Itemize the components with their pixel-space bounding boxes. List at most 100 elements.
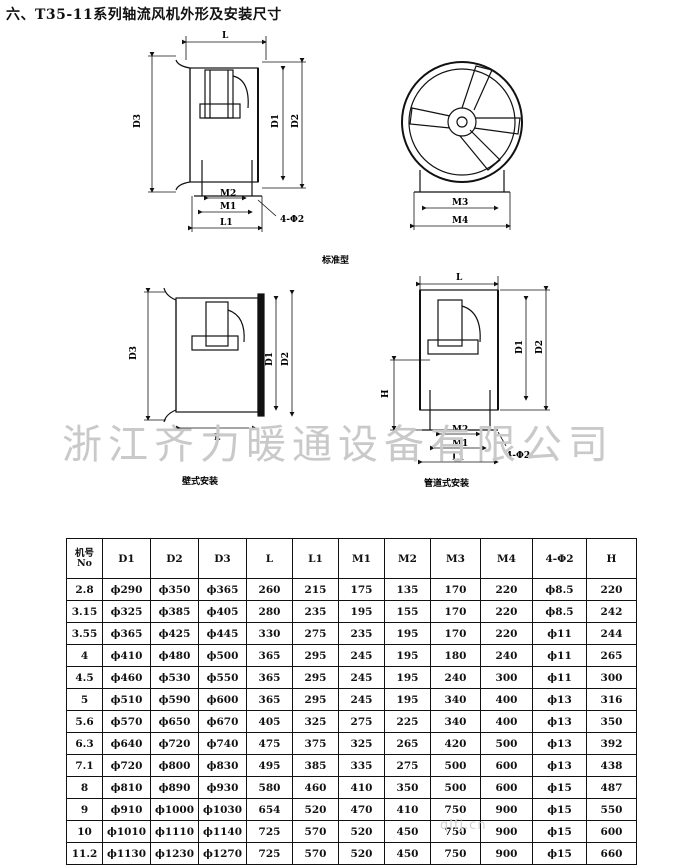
table-cell: 9 [66, 798, 103, 821]
table-cell: 240 [430, 666, 481, 689]
table-cell: 245 [338, 688, 385, 711]
table-cell: 375 [292, 732, 339, 755]
table-cell: 405 [246, 710, 293, 733]
dim-D1-wall: D1 [265, 352, 275, 366]
table-cell: ϕ365 [102, 622, 151, 645]
table-cell: 340 [430, 688, 481, 711]
dim-L: L [222, 31, 229, 41]
table-cell: ϕ11 [532, 622, 587, 645]
table-cell: 5.6 [66, 710, 103, 733]
table-cell: ϕ530 [150, 666, 199, 689]
table-cell: 325 [292, 710, 339, 733]
dim-M2-duct: M2 [452, 425, 468, 435]
table-header-cell: M3 [430, 538, 481, 579]
table-cell: 487 [586, 776, 637, 799]
dim-D1: D1 [271, 114, 281, 128]
table-cell: 3.55 [66, 622, 103, 645]
fan-drawings: L D3 D1 D2 M2 M1 L1 4-Φ2 M3 M4 标准型 [129, 31, 550, 489]
table-cell: 180 [430, 644, 481, 667]
table-cell: 220 [480, 622, 533, 645]
dim-D3: D3 [133, 114, 143, 128]
table-cell: ϕ15 [532, 820, 587, 843]
table-cell: ϕ800 [150, 754, 199, 777]
table-cell: ϕ550 [198, 666, 247, 689]
table-cell: ϕ830 [198, 754, 247, 777]
dim-holes: 4-Φ2 [280, 215, 304, 225]
wall-mount-view [144, 287, 295, 431]
table-cell: 195 [384, 688, 431, 711]
table-header-cell: D3 [198, 538, 247, 579]
table-cell: 750 [430, 820, 481, 843]
table-cell: ϕ510 [102, 688, 151, 711]
table-cell: 365 [246, 644, 293, 667]
table-cell: 600 [480, 776, 533, 799]
page-title: 六、T35-11系列轴流风机外形及安装尺寸 [6, 7, 282, 23]
table-cell: 520 [292, 798, 339, 821]
table-cell: 392 [586, 732, 637, 755]
table-cell: 155 [384, 600, 431, 623]
table-cell: ϕ930 [198, 776, 247, 799]
table-cell: 350 [384, 776, 431, 799]
table-cell: ϕ590 [150, 688, 199, 711]
table-cell: 175 [338, 578, 385, 601]
table-cell: ϕ1140 [198, 820, 247, 843]
table-cell: ϕ13 [532, 754, 587, 777]
table-cell: 900 [480, 820, 533, 843]
table-cell: 438 [586, 754, 637, 777]
table-cell: 5 [66, 688, 103, 711]
standard-side-view [148, 36, 306, 232]
table-cell: ϕ15 [532, 776, 587, 799]
table-cell: ϕ1230 [150, 842, 199, 865]
table-cell: 235 [292, 600, 339, 623]
dim-M1-duct: M1 [452, 439, 468, 449]
table-cell: ϕ13 [532, 688, 587, 711]
table-cell: 220 [586, 578, 637, 601]
table-cell: 400 [480, 710, 533, 733]
table-cell: 170 [430, 600, 481, 623]
table-cell: 225 [384, 710, 431, 733]
table-cell: ϕ1010 [102, 820, 151, 843]
caption-duct: 管道式安装 [424, 477, 470, 489]
table-cell: 450 [384, 820, 431, 843]
table-cell: ϕ1270 [198, 842, 247, 865]
table-cell: ϕ425 [150, 622, 199, 645]
table-cell: 280 [246, 600, 293, 623]
table-cell: 170 [430, 578, 481, 601]
table-cell: ϕ720 [102, 754, 151, 777]
dim-D2-duct: D2 [535, 340, 545, 354]
table-cell: ϕ500 [198, 644, 247, 667]
table-cell: 520 [338, 842, 385, 865]
table-cell: ϕ15 [532, 798, 587, 821]
table-cell: 750 [430, 842, 481, 865]
table-header-cell: M2 [384, 538, 431, 579]
table-cell: ϕ365 [198, 578, 247, 601]
table-cell: 325 [338, 732, 385, 755]
table-cell: 600 [586, 820, 637, 843]
table-cell: ϕ650 [150, 710, 199, 733]
dim-D1-duct: D1 [515, 340, 525, 354]
table-cell: 410 [338, 776, 385, 799]
duct-mount-view [390, 276, 550, 465]
table-cell: 300 [586, 666, 637, 689]
table-cell: 580 [246, 776, 293, 799]
table-cell: 725 [246, 820, 293, 843]
table-cell: 300 [480, 666, 533, 689]
table-cell: 275 [338, 710, 385, 733]
table-cell: 520 [338, 820, 385, 843]
table-header-cell: L1 [292, 538, 339, 579]
table-cell: ϕ600 [198, 688, 247, 711]
table-cell: 7.1 [66, 754, 103, 777]
table-header-cell: 4-Φ2 [532, 538, 587, 579]
dim-D3-wall: D3 [129, 346, 139, 360]
table-cell: 340 [430, 710, 481, 733]
dim-H: H [381, 389, 391, 398]
table-cell: ϕ640 [102, 732, 151, 755]
